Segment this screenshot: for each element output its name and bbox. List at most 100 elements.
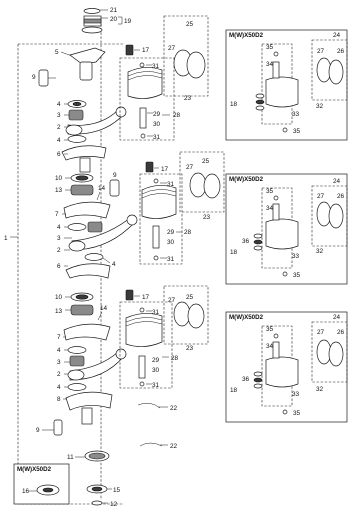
- callout-23-b: 23: [203, 214, 211, 221]
- callout-33-a: 33: [292, 111, 300, 118]
- callout-29-a: 29: [153, 111, 161, 118]
- callout-24-c: 24: [333, 314, 341, 321]
- callout-29-c: 29: [152, 357, 160, 364]
- callout-4-d: 4: [112, 261, 116, 268]
- callout-27-d: 27: [317, 48, 325, 55]
- callout-26-a: 26: [337, 48, 345, 55]
- callout-32-a: 32: [316, 103, 324, 110]
- callout-6-a: 6: [57, 151, 61, 158]
- callout-11: 11: [67, 454, 74, 461]
- part-9-pin: [38, 69, 49, 87]
- callout-34-b: 34: [266, 205, 274, 212]
- callout-13-a: 13: [55, 187, 63, 194]
- callout-2-a: 2: [57, 124, 61, 131]
- callout-16: 16: [22, 488, 30, 495]
- piston-assembly-3: 17 31 29 30 31 28 27 25 23: [119, 285, 209, 389]
- variant-box-right-3: M(W)X50D2 35 34 36 18 33 35 32 27 24 26: [225, 311, 348, 423]
- callout-35-b: 35: [293, 128, 301, 135]
- callout-19: 19: [124, 18, 132, 25]
- callout-17-c: 17: [142, 294, 150, 301]
- callout-30-b: 30: [167, 239, 175, 246]
- callout-7-b: 7: [57, 334, 61, 341]
- variant-box-right-2: M(W)X50D2 35 34 36 18 33 35 32 27 24 26: [225, 173, 348, 285]
- callout-6-b: 6: [57, 263, 61, 270]
- callout-31-e: 31: [152, 309, 160, 316]
- callout-4-b: 4: [57, 137, 61, 144]
- section-3-crank: 10 13 14 7 4 3 2 4 8 9: [36, 292, 127, 436]
- callout-17-a: 17: [142, 47, 150, 54]
- piston-assembly-1: 17 31 29 30 31 28 27 25 23: [119, 15, 209, 141]
- callout-21: 21: [110, 7, 118, 14]
- variant-box-right-1: M(W)X50D2 35 34 18 33 35 32 27 24 26: [225, 29, 348, 141]
- part-21-ring: [83, 8, 101, 14]
- callout-3-c: 3: [57, 359, 61, 366]
- part-19-collar: [81, 26, 103, 34]
- section-1-crank: 5 9 4 3 2 4 6: [32, 47, 127, 173]
- callout-29-b: 29: [167, 229, 175, 236]
- callout-4-a: 4: [57, 101, 61, 108]
- callout-35-d: 35: [293, 272, 301, 279]
- callout-32-c: 32: [316, 386, 324, 393]
- callout-32-b: 32: [316, 248, 324, 255]
- callout-28-b: 28: [184, 229, 192, 236]
- callout-4-c: 4: [57, 224, 61, 231]
- variant-label-1: M(W)X50D2: [229, 32, 264, 39]
- callout-25-b: 25: [202, 158, 210, 165]
- callout-8: 8: [57, 396, 61, 403]
- callout-20: 20: [110, 16, 118, 23]
- callout-15: 15: [113, 487, 121, 494]
- callout-4-e: 4: [57, 347, 61, 354]
- callout-2-c: 2: [57, 371, 61, 378]
- callout-13-b: 13: [55, 308, 63, 315]
- callout-10-b: 10: [55, 294, 63, 301]
- callout-18-a: 18: [230, 101, 238, 108]
- callout-35-c: 35: [266, 188, 274, 195]
- callout-33-c: 33: [292, 391, 300, 398]
- callout-36-a: 36: [242, 238, 250, 245]
- callout-24-a: 24: [333, 32, 341, 39]
- callout-18-b: 18: [230, 249, 238, 256]
- callout-31-b: 31: [153, 134, 161, 141]
- callout-25-c: 25: [186, 294, 194, 301]
- callout-12: 12: [110, 501, 118, 508]
- callout-27-f: 27: [317, 329, 325, 336]
- callout-33-b: 33: [292, 253, 300, 260]
- callout-1: 1: [4, 235, 8, 242]
- variant-label-3: M(W)X50D2: [229, 314, 264, 321]
- callout-9-c: 9: [36, 427, 40, 434]
- callout-3-a: 3: [57, 112, 61, 119]
- callout-4-f: 4: [57, 384, 61, 391]
- variant-label-2: M(W)X50D2: [229, 176, 264, 183]
- callout-34-a: 34: [266, 61, 274, 68]
- callout-9-b: 9: [113, 172, 117, 179]
- callout-28-a: 28: [173, 112, 181, 119]
- callout-25-a: 25: [186, 21, 194, 28]
- callout-27-e: 27: [317, 193, 325, 200]
- callout-35-a: 35: [266, 44, 274, 51]
- callout-9: 9: [32, 74, 36, 81]
- callout-34-c: 34: [266, 343, 274, 350]
- callout-35-e: 35: [266, 326, 274, 333]
- callout-22-b: 22: [170, 443, 178, 450]
- callout-7-a: 7: [55, 211, 59, 218]
- callout-27-a: 27: [168, 45, 176, 52]
- callout-35-f: 35: [293, 410, 301, 417]
- callout-3-b: 3: [57, 235, 61, 242]
- callout-2-b: 2: [57, 247, 61, 254]
- callout-10-a: 10: [55, 175, 63, 182]
- callout-28-c: 28: [171, 355, 179, 362]
- callout-31-a: 31: [152, 63, 160, 70]
- section-2-crank: 10 13 9 14 7 4 3 2 4 6: [55, 172, 138, 279]
- callout-23-c: 23: [186, 345, 194, 352]
- callout-24-b: 24: [333, 178, 341, 185]
- callout-31-f: 31: [152, 382, 160, 389]
- callout-18-c: 18: [230, 387, 238, 394]
- top-bearing-group: 21 20 19: [81, 7, 132, 34]
- callout-26-b: 26: [337, 193, 345, 200]
- callout-26-c: 26: [337, 329, 345, 336]
- piston-assembly-2: 17 31 29 30 31 28 27 25 23: [139, 151, 225, 265]
- callout-30-a: 30: [153, 121, 161, 128]
- callout-36-b: 36: [242, 376, 250, 383]
- variant-label-bottom: M(W)X50D2: [17, 466, 52, 473]
